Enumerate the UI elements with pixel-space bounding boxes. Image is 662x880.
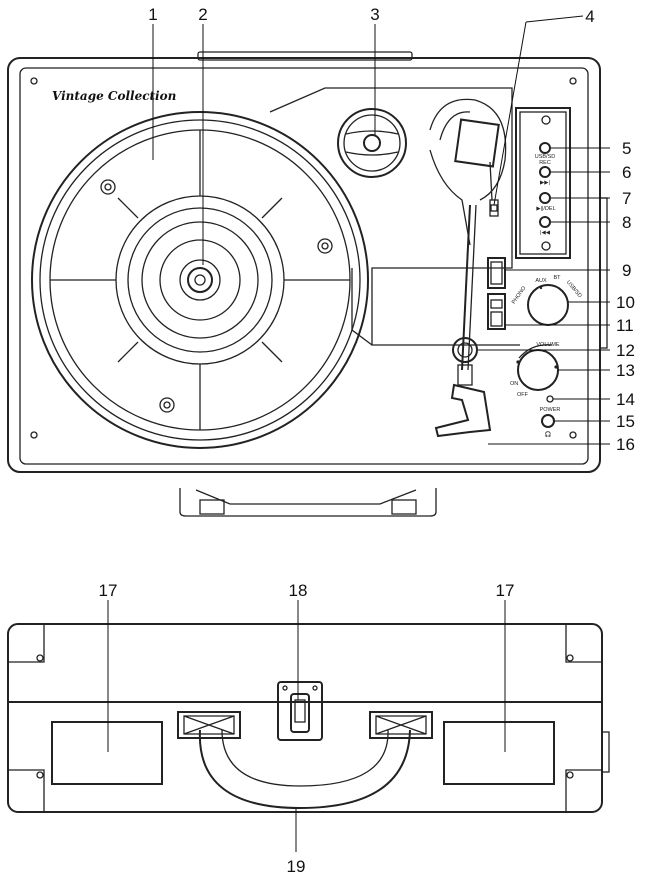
callout-numbers: 1 2 3 4 5 6 7 8 9 10 11 12 13 14 15 16 1… [99, 5, 635, 876]
callout-14: 14 [616, 390, 635, 409]
headshell[interactable] [434, 383, 492, 438]
callout-4: 4 [585, 7, 594, 26]
svg-text:REC: REC [539, 160, 551, 166]
svg-text:OFF: OFF [517, 392, 529, 398]
tonearm-lift[interactable] [452, 337, 478, 363]
callout-9: 9 [622, 261, 631, 280]
tonearm-base [429, 98, 507, 246]
next-label: ▶▶| [540, 180, 550, 186]
headphone-jack[interactable] [541, 414, 555, 428]
usb-sd-rec-button[interactable] [539, 142, 551, 154]
power-label: POWER [540, 407, 561, 413]
callout-8: 8 [622, 213, 631, 232]
next-button[interactable] [539, 166, 551, 178]
rpm-adapter[interactable] [337, 108, 407, 178]
callout-18: 18 [289, 581, 308, 600]
record-label-ring-5 [179, 259, 221, 301]
screw-top-right [569, 77, 577, 85]
carry-handle[interactable] [198, 729, 411, 810]
callout-6: 6 [622, 163, 631, 182]
record-label-ring-2 [127, 207, 273, 353]
brand-logo: Vintage Collection [52, 89, 176, 103]
front-view [7, 623, 610, 813]
callout-16: 16 [616, 435, 635, 454]
record-label-ring-3 [141, 221, 259, 339]
callout-11: 11 [616, 316, 634, 335]
top-view: Vintage Collection [7, 51, 608, 517]
panel-step [351, 268, 373, 346]
screw-bottom-right [569, 431, 577, 439]
svg-text:ON: ON [510, 381, 518, 387]
power-led [546, 395, 554, 403]
svg-text:AUX: AUX [535, 278, 547, 284]
top-lid-strip [197, 51, 413, 61]
latch[interactable] [277, 681, 323, 741]
callout-15: 15 [616, 412, 635, 431]
svg-text:BT: BT [553, 275, 561, 281]
callout-3: 3 [370, 5, 379, 24]
callout-12: 12 [616, 341, 635, 360]
platter [31, 111, 369, 449]
callout-19: 19 [287, 857, 306, 876]
record-label-ring-4 [159, 239, 241, 321]
cue-lever[interactable] [487, 293, 506, 330]
mat-screw-1 [100, 179, 116, 195]
tonearm-clip[interactable] [487, 257, 506, 289]
speaker-left [51, 721, 163, 785]
front-case [7, 623, 603, 813]
prev-label: |◀◀ [540, 230, 551, 236]
speed-switch[interactable] [489, 199, 499, 217]
play-del-label: ▶||/DEL [536, 206, 555, 212]
platter-rim-inner [39, 119, 361, 441]
counterweight[interactable] [454, 118, 500, 168]
callout-2: 2 [198, 5, 207, 24]
case-inner [19, 67, 589, 465]
record-label-ring-1 [115, 195, 285, 365]
function-selector[interactable]: PHONO AUX BT USB/SD [511, 275, 583, 326]
speaker-right [443, 721, 555, 785]
spindle-outer [187, 267, 213, 293]
callout-leaders [107, 15, 610, 852]
spindle [194, 274, 206, 286]
svg-text:USB/SD: USB/SD [565, 280, 583, 300]
callout-1: 1 [148, 5, 157, 24]
tonearm[interactable] [434, 204, 492, 438]
play-pause-button[interactable] [539, 192, 551, 204]
platter-rim-outer [31, 111, 369, 449]
svg-text:PHONO: PHONO [511, 285, 528, 306]
mat-screw-3 [159, 397, 175, 413]
callout-10: 10 [616, 293, 635, 312]
bottom-clasp [179, 488, 437, 517]
button-panel [515, 107, 571, 259]
callout-17-right: 17 [496, 581, 515, 600]
callout-17-left: 17 [99, 581, 118, 600]
callout-13: 13 [616, 361, 635, 380]
case-outer [7, 57, 601, 473]
indicator-top [541, 115, 551, 125]
indicator-bottom [541, 241, 551, 251]
callout-7: 7 [622, 189, 631, 208]
screw-top-left [30, 77, 38, 85]
screw-bottom-left [30, 431, 38, 439]
prev-button[interactable] [539, 216, 551, 228]
callout-5: 5 [622, 139, 631, 158]
usb-sd-rec-label: USB/SD [535, 154, 556, 160]
mat-screw-2 [317, 238, 333, 254]
headphone-icon: 🎧 [545, 431, 552, 438]
